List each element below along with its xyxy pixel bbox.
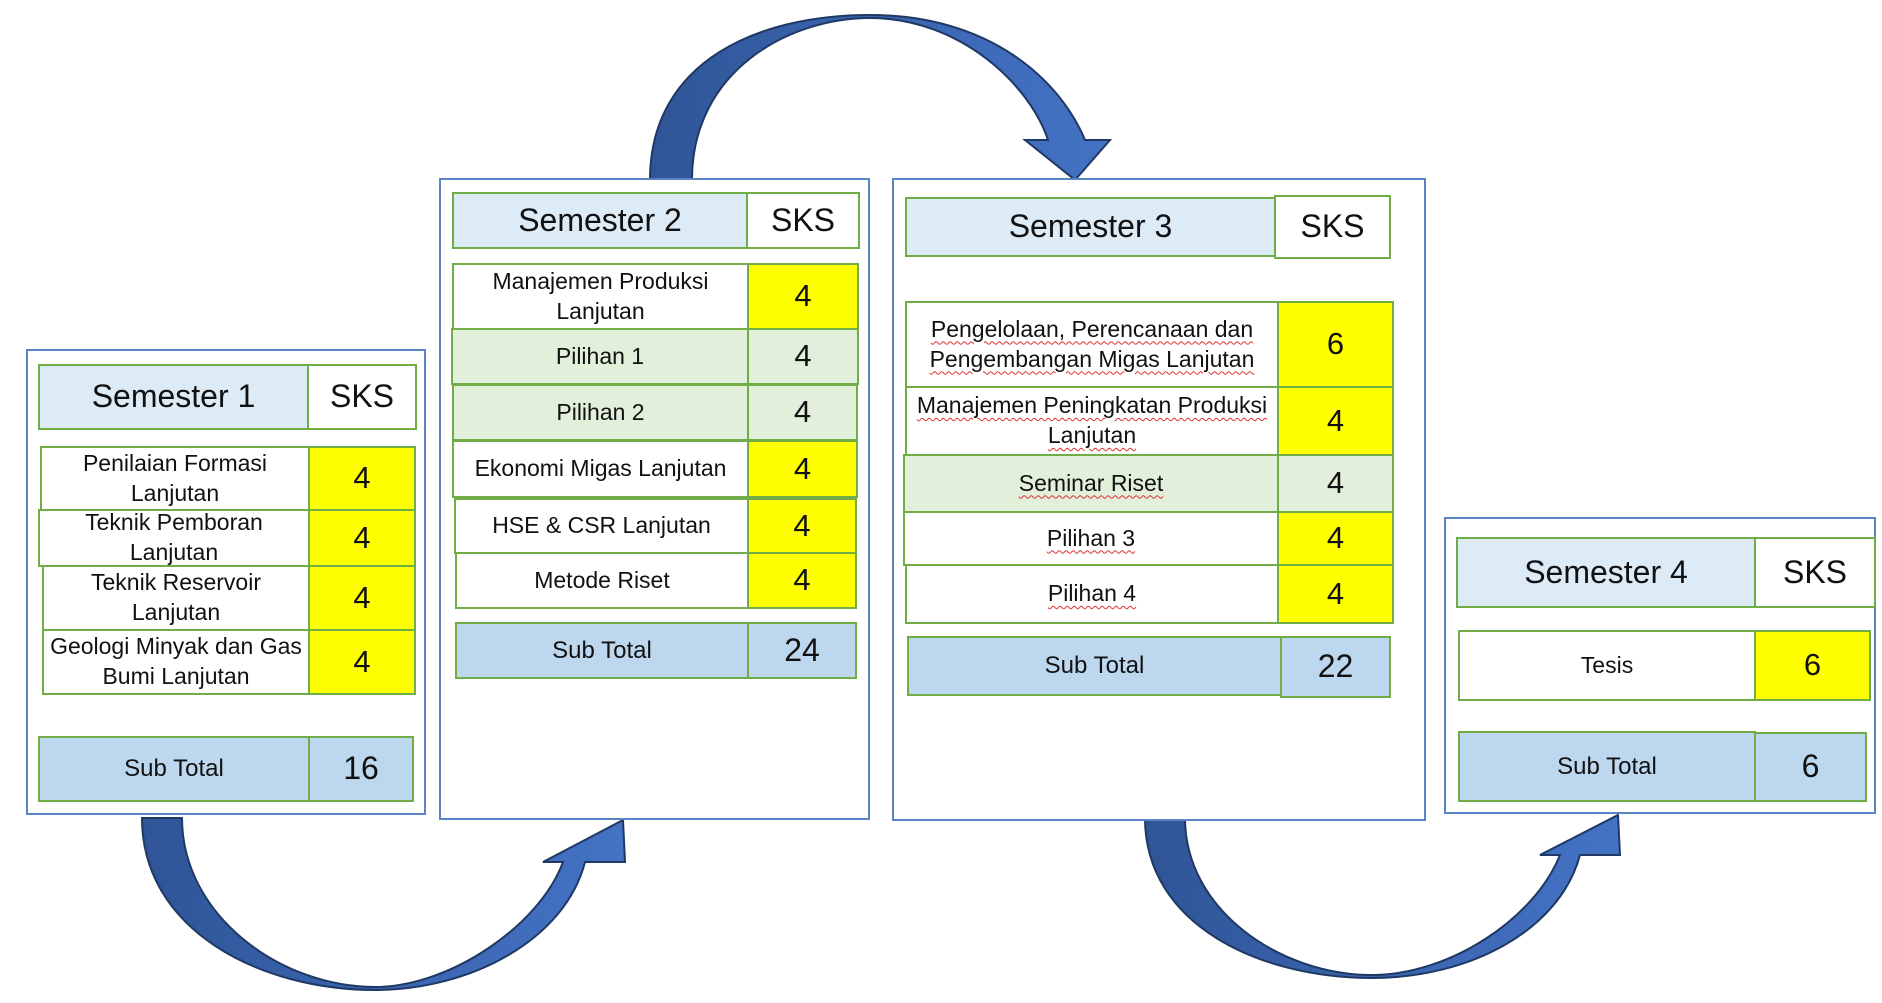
semester-3-title: Semester 3	[905, 197, 1276, 257]
semester-2-title: Semester 2	[452, 192, 748, 249]
subtotal-value: 6	[1754, 732, 1867, 802]
course-sks: 4	[747, 440, 858, 498]
course-name: Tesis	[1458, 630, 1756, 701]
course-sks: 4	[747, 498, 857, 554]
course-name: Pilihan 1	[451, 328, 749, 385]
course-sks: 4	[747, 328, 859, 385]
course-sks: 4	[1277, 454, 1394, 513]
course-sks: 4	[308, 565, 416, 631]
course-name: Pilihan 3	[903, 511, 1279, 566]
semester-4-sks-header: SKS	[1754, 537, 1876, 608]
arrow-semester2-to-semester3	[648, 13, 1113, 182]
subtotal-value: 24	[747, 622, 857, 679]
course-name: Pilihan 2	[452, 384, 749, 441]
subtotal-value: 16	[308, 736, 414, 802]
semester-1-panel: Semester 1 SKS Penilaian Formasi Lanjuta…	[26, 349, 426, 815]
semester-3-sks-header: SKS	[1274, 195, 1391, 259]
course-sks: 4	[308, 629, 416, 695]
course-sks: 4	[1277, 564, 1394, 624]
subtotal-label: Sub Total	[455, 622, 749, 679]
arrow-semester3-to-semester4	[1143, 813, 1622, 980]
course-sks: 4	[308, 446, 416, 511]
course-sks: 6	[1754, 630, 1871, 701]
course-sks: 4	[1277, 386, 1394, 456]
course-name: Manajemen Produksi Lanjutan	[452, 263, 749, 330]
semester-2-panel: Semester 2 SKS Manajemen Produksi Lanjut…	[439, 178, 870, 820]
course-name: Seminar Riset	[903, 454, 1279, 513]
semester-4-panel: Semester 4 SKS Tesis 6 Sub Total 6	[1444, 517, 1876, 814]
semester-1-sks-header: SKS	[307, 364, 417, 430]
sks-header-text: SKS	[329, 378, 395, 415]
semester-4-title: Semester 4	[1456, 537, 1756, 608]
course-name: Penilaian Formasi Lanjutan	[40, 446, 310, 511]
semester-title-text: Semester 1	[91, 378, 256, 415]
course-name: Metode Riset	[455, 552, 749, 609]
course-name: Ekonomi Migas Lanjutan	[452, 440, 749, 498]
course-name: HSE & CSR Lanjutan	[454, 498, 749, 554]
subtotal-value: 22	[1280, 636, 1391, 698]
subtotal-label: Sub Total	[1458, 731, 1756, 802]
course-sks: 4	[747, 263, 859, 330]
course-name: Teknik Pemboran Lanjutan	[38, 509, 310, 567]
course-name: Manajemen Peningkatan Produksi Lanjutan	[905, 386, 1279, 456]
semester-2-sks-header: SKS	[746, 192, 860, 249]
course-name: Pengelolaan, Perencanaan dan Pengembanga…	[905, 301, 1279, 388]
course-sks: 4	[308, 509, 416, 567]
semester-3-panel: Semester 3 SKS Pengelolaan, Perencanaan …	[892, 178, 1426, 821]
course-name: Geologi Minyak dan Gas Bumi Lanjutan	[42, 629, 310, 695]
course-name: Pilihan 4	[905, 564, 1279, 624]
course-sks: 4	[747, 384, 858, 441]
course-sks: 4	[1277, 511, 1394, 566]
semester-1-title: Semester 1	[38, 364, 309, 430]
subtotal-label: Sub Total	[907, 636, 1282, 696]
subtotal-label: Sub Total	[38, 736, 310, 802]
course-sks: 6	[1277, 301, 1394, 388]
course-name: Teknik Reservoir Lanjutan	[42, 565, 310, 631]
arrow-semester1-to-semester2	[140, 817, 627, 992]
course-sks: 4	[747, 552, 857, 609]
